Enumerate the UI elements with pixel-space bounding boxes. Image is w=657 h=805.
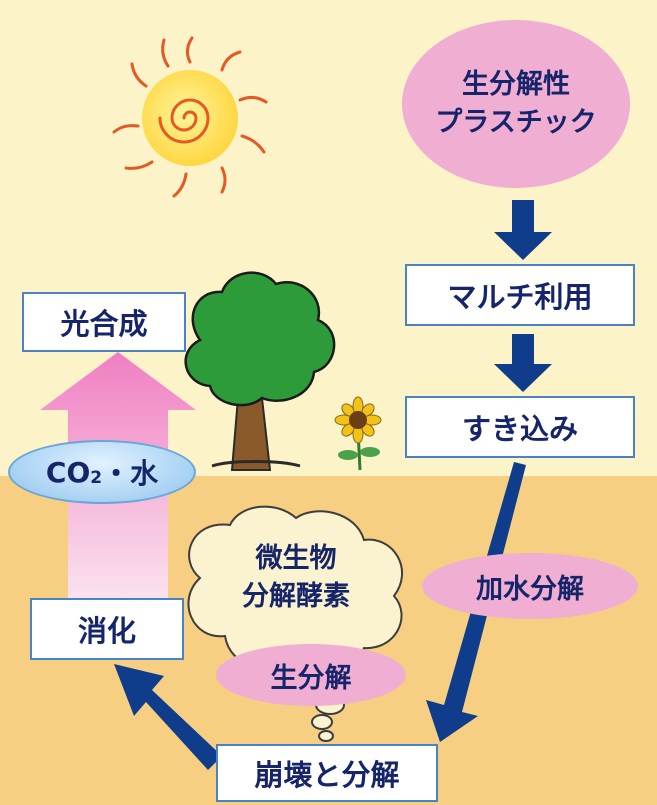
co2-subscript: 2 <box>90 468 103 488</box>
digestion-label: 消化 <box>77 614 136 648</box>
plowing-box: すき込み <box>405 396 635 458</box>
arrow-breakdown-to-digestion <box>114 664 222 770</box>
arrow-plastic-to-mulch <box>494 200 552 260</box>
photosynthesis-box: 光合成 <box>22 292 186 352</box>
plowing-label: すき込み <box>461 412 578 446</box>
biodegradation-label: 生分解 <box>270 662 352 694</box>
microbe-enzyme-text: 微生物 分解酵素 <box>206 540 386 616</box>
hydrolysis-label: 加水分解 <box>476 573 584 605</box>
biodegradable-plastic-oval: 生分解性 プラスチック <box>402 20 630 188</box>
plastic-label-line1: 生分解性 <box>462 69 570 100</box>
mulch-box: マルチ利用 <box>405 264 635 326</box>
co2-water-label: ・水 <box>102 457 159 490</box>
mulch-label: マルチ利用 <box>447 280 593 314</box>
breakdown-box: 崩壊と分解 <box>216 744 438 802</box>
digestion-box: 消化 <box>30 598 184 660</box>
plastic-label-line2: プラスチック <box>435 107 597 138</box>
photosynthesis-label: 光合成 <box>60 307 148 341</box>
sunflower-icon <box>334 396 382 471</box>
arrow-mulch-to-plowing <box>494 334 552 392</box>
tree-icon <box>184 271 336 471</box>
microbe-label-line1: 微生物 <box>255 543 337 574</box>
co2-label: CO <box>45 455 91 489</box>
sun-icon <box>112 36 268 198</box>
thought-cloud-icon <box>187 505 404 742</box>
microbe-label-line2: 分解酵素 <box>242 581 350 612</box>
breakdown-label: 崩壊と分解 <box>254 758 400 792</box>
biodegradation-oval: 生分解 <box>216 644 406 706</box>
hydrolysis-oval: 加水分解 <box>422 553 638 619</box>
